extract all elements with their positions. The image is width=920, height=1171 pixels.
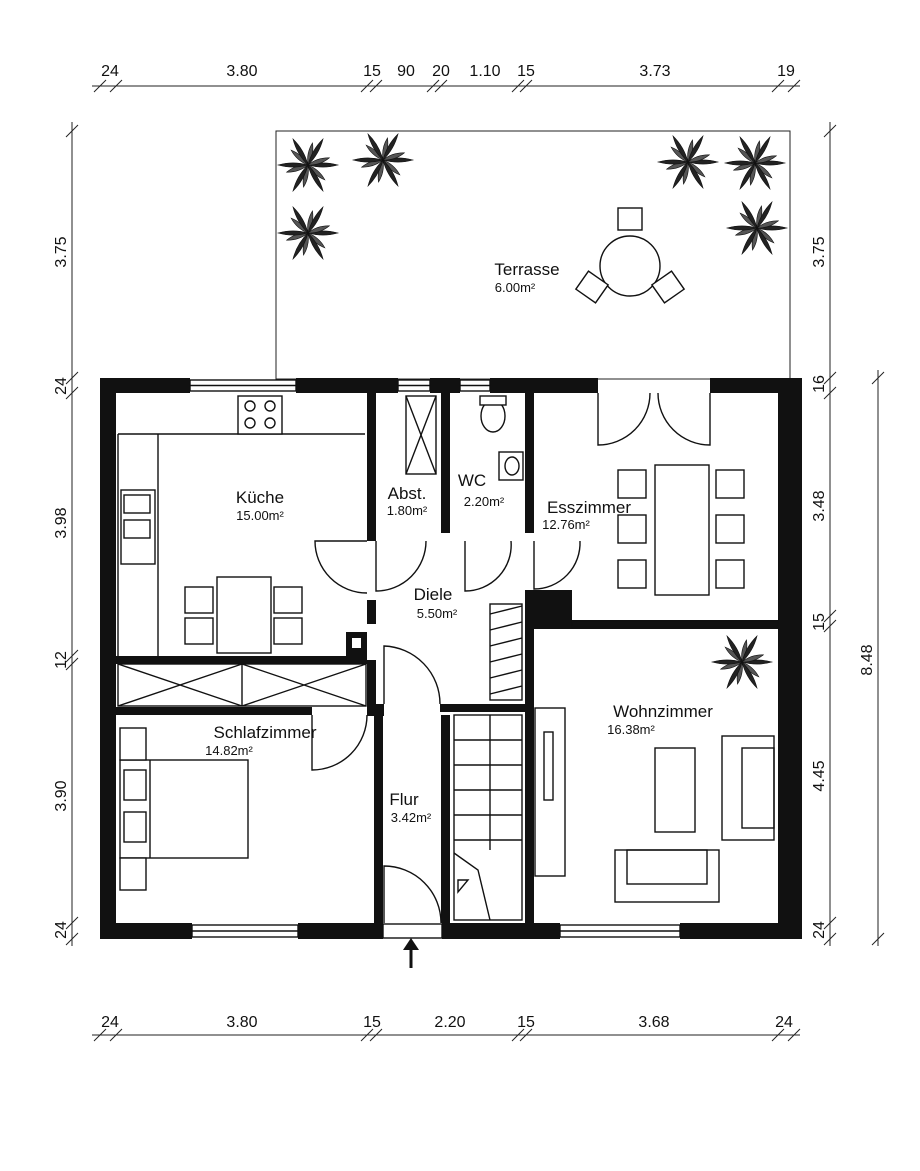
dim-right-5: 4.45 xyxy=(811,760,828,791)
room-area-esszimmer: 12.76m² xyxy=(542,517,590,532)
sofa xyxy=(614,849,720,903)
room-name-kueche: Küche xyxy=(236,488,284,507)
doors xyxy=(311,392,711,924)
dim-right-2: 16 xyxy=(811,375,828,393)
dim-bottom-7: 24 xyxy=(775,1014,793,1031)
room-area-wc: 2.20m² xyxy=(464,494,505,509)
dimension-ticks xyxy=(65,79,885,1042)
plant-icon xyxy=(723,136,787,190)
room-name-abst: Abst. xyxy=(388,484,427,503)
room-name-terrasse: Terrasse xyxy=(494,260,559,279)
dimension-top: 24 3.80 15 90 20 1.10 15 3.73 19 xyxy=(101,63,795,80)
plant-icon xyxy=(276,138,340,192)
plant-icon xyxy=(656,135,720,189)
dim-right-1: 3.75 xyxy=(811,236,828,267)
furniture xyxy=(117,395,775,921)
dim-top-4: 90 xyxy=(397,63,415,80)
plants xyxy=(276,133,789,857)
dim-top-3: 15 xyxy=(363,63,381,80)
terrace-area xyxy=(275,130,791,380)
dim-bottom-2: 3.80 xyxy=(226,1014,257,1031)
room-name-schlafzimmer: Schlafzimmer xyxy=(214,723,317,742)
dim-bottom-5: 15 xyxy=(517,1014,535,1031)
room-area-kueche: 15.00m² xyxy=(236,508,284,523)
terrace-chair xyxy=(650,270,686,304)
dim-right-total: 8.48 xyxy=(859,644,876,675)
dim-right-6: 24 xyxy=(811,921,828,939)
dim-top-2: 3.80 xyxy=(226,63,257,80)
dim-right-3: 3.48 xyxy=(811,490,828,521)
dim-bottom-3: 15 xyxy=(363,1014,381,1031)
dim-left-5: 3.90 xyxy=(53,780,70,811)
room-area-abst: 1.80m² xyxy=(387,503,428,518)
room-area-schlafzimmer: 14.82m² xyxy=(205,743,253,758)
plant-icon xyxy=(725,201,789,255)
room-name-wohnzimmer: Wohnzimmer xyxy=(613,702,713,721)
room-name-flur: Flur xyxy=(389,790,419,809)
stove xyxy=(237,395,283,435)
dining-table xyxy=(654,464,710,596)
dim-bottom-4: 2.20 xyxy=(434,1014,465,1031)
tv xyxy=(543,731,554,801)
room-name-esszimmer: Esszimmer xyxy=(547,498,631,517)
dim-top-8: 3.73 xyxy=(639,63,670,80)
room-area-flur: 3.42m² xyxy=(391,810,432,825)
room-area-diele: 5.50m² xyxy=(417,606,458,621)
plant-icon xyxy=(351,133,415,187)
bed xyxy=(119,759,249,859)
room-name-wc: WC xyxy=(458,471,486,490)
dim-top-1: 24 xyxy=(101,63,119,80)
room-area-wohnzimmer: 16.38m² xyxy=(607,722,655,737)
plant-icon xyxy=(276,206,340,260)
coffee-table xyxy=(654,747,696,833)
sofa-side xyxy=(721,735,775,841)
staircase xyxy=(453,714,523,921)
room-labels: Terrasse 6.00m² Küche 15.00m² Abst. 1.80… xyxy=(205,260,713,825)
dim-right-4: 15 xyxy=(811,613,828,631)
kitchen-table xyxy=(216,576,272,654)
windows xyxy=(189,379,779,939)
plant-icon xyxy=(710,635,774,689)
dimension-bottom: 24 3.80 15 2.20 15 3.68 24 xyxy=(101,1014,793,1031)
room-name-diele: Diele xyxy=(414,585,453,604)
dimension-lines xyxy=(71,85,879,1036)
dim-left-6: 24 xyxy=(53,921,70,939)
dim-left-2: 24 xyxy=(53,377,70,395)
dim-left-3: 3.98 xyxy=(53,507,70,538)
dim-top-7: 15 xyxy=(517,63,535,80)
dim-top-5: 20 xyxy=(432,63,450,80)
dim-bottom-1: 24 xyxy=(101,1014,119,1031)
hall-wardrobe xyxy=(489,603,523,701)
terrace-chair xyxy=(617,207,643,231)
dimension-right: 3.75 16 3.48 15 4.45 24 8.48 xyxy=(811,236,876,939)
dim-bottom-6: 3.68 xyxy=(638,1014,669,1031)
terrace-table xyxy=(599,235,661,297)
walls xyxy=(100,378,802,939)
dim-left-1: 3.75 xyxy=(53,236,70,267)
entrance-arrow-icon xyxy=(403,938,419,968)
dim-left-4: 12 xyxy=(53,651,70,669)
room-area-terrasse: 6.00m² xyxy=(495,280,536,295)
dim-top-9: 19 xyxy=(777,63,795,80)
dim-top-6: 1.10 xyxy=(469,63,500,80)
dimension-left: 3.75 24 3.98 12 3.90 24 xyxy=(53,236,70,939)
terrace-chair xyxy=(574,270,610,304)
